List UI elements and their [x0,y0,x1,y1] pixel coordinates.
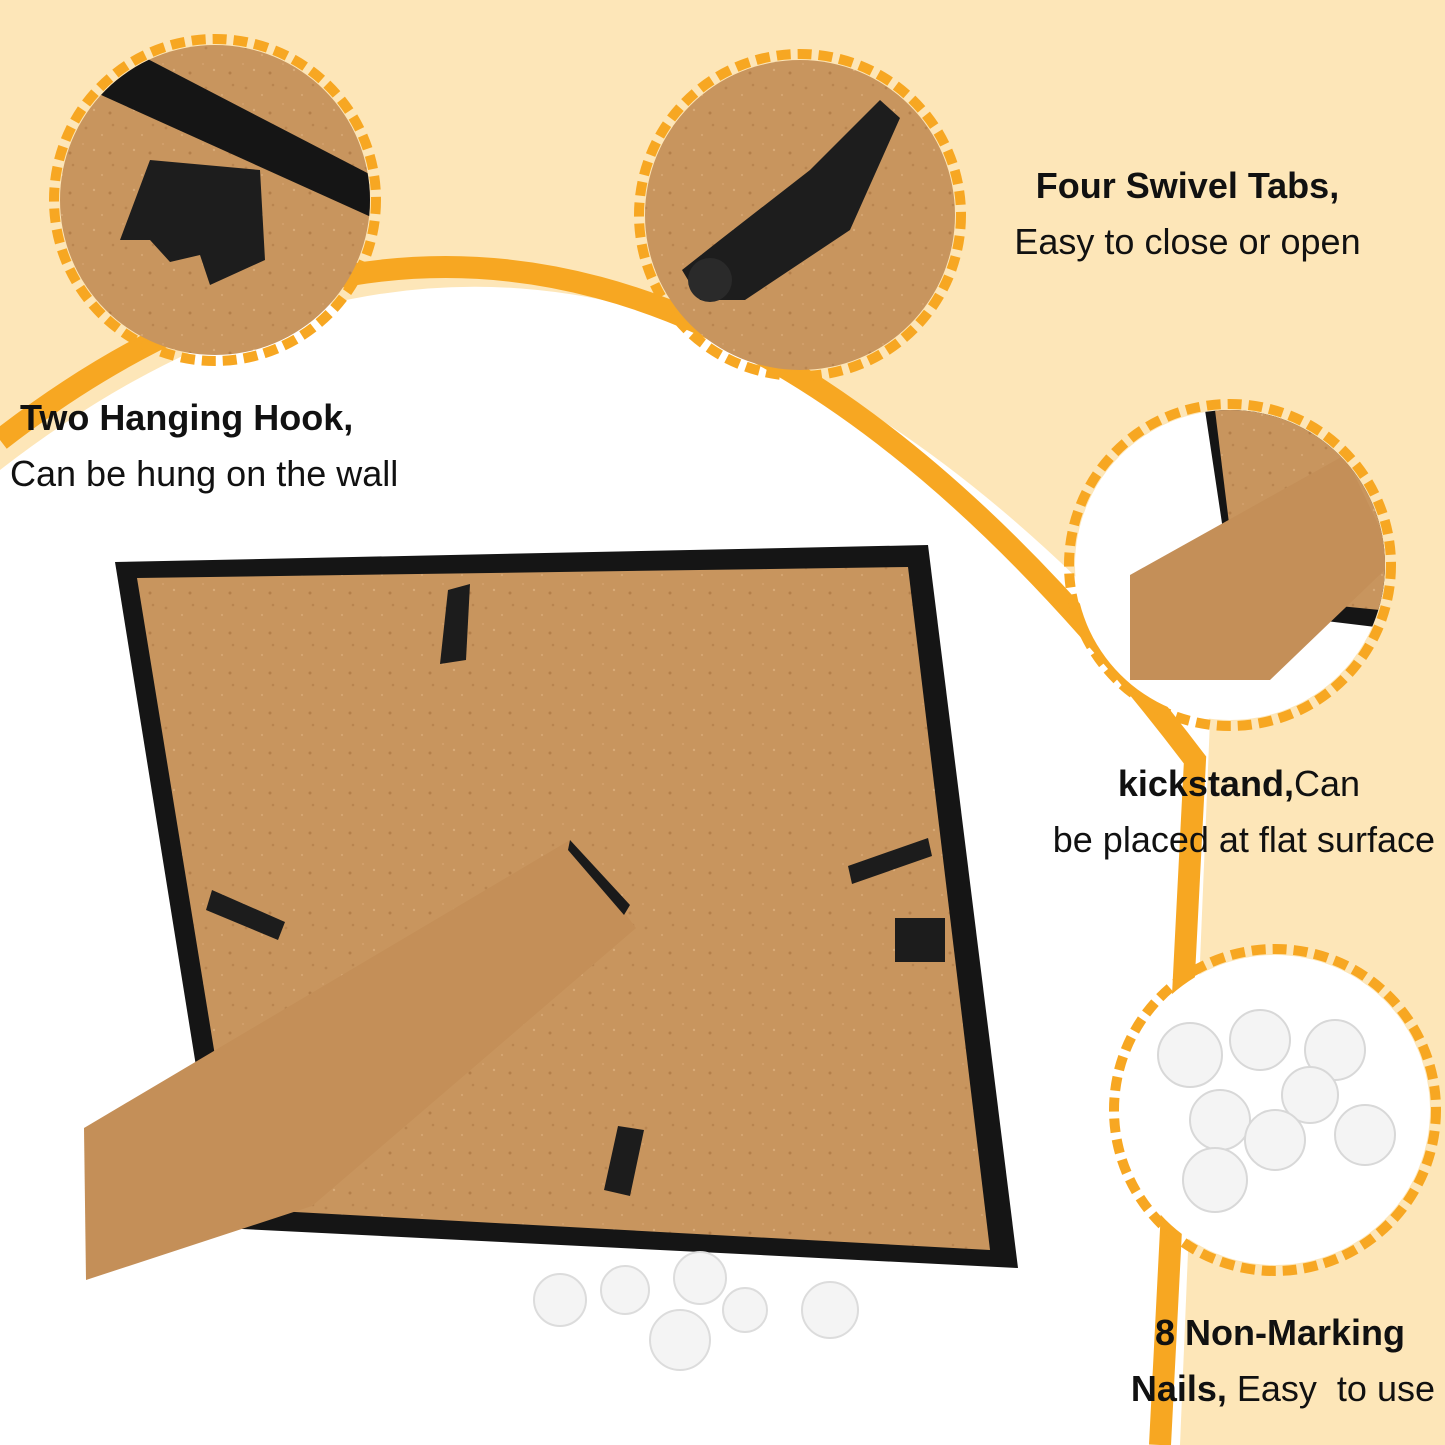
kickstand-title: kickstand,Can [1117,763,1360,804]
swivel-tabs-callout: Four Swivel Tabs, Easy to close or open [990,158,1385,270]
nails-callout: 8 Non-Marking Nails, Easy to use [1095,1305,1435,1417]
hanging-hook-desc: Can be hung on the wall [10,453,399,494]
hanging-hook-title: Two Hanging Hook, [20,397,354,438]
photo-frame-back [84,545,1018,1280]
kickstand-desc: be placed at flat surface [1052,819,1435,860]
kickstand-callout: kickstand,Can be placed at flat surface [1010,756,1435,868]
loose-wall-hooks [533,1251,859,1371]
nails-detail-circle [1109,944,1441,1276]
swivel-tabs-title: Four Swivel Tabs, [1035,165,1340,206]
hanging-hook-callout: Two Hanging Hook, Can be hung on the wal… [10,390,398,502]
nails-title: 8 Non-Marking [1154,1312,1405,1353]
nails-desc-line: Nails, Easy to use [1130,1368,1435,1409]
hanging-hook-detail-circle [49,34,381,366]
swivel-tab-detail-circle [634,49,966,381]
swivel-tabs-desc: Easy to close or open [1014,221,1361,262]
